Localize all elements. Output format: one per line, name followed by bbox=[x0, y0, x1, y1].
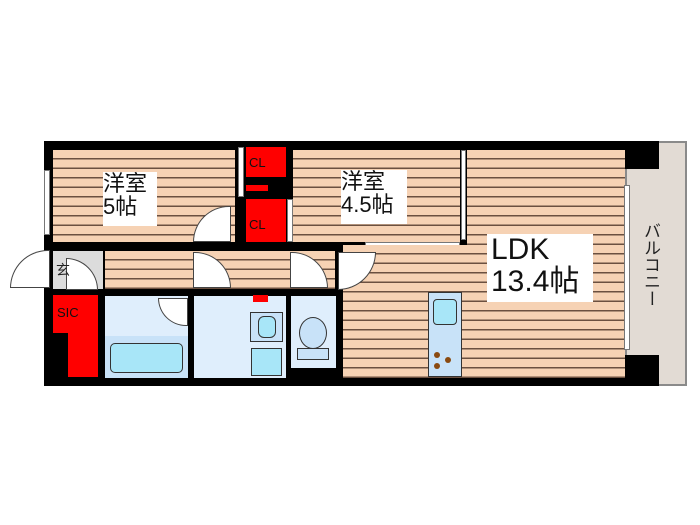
kitchen-sink bbox=[433, 299, 457, 325]
stove-burner-1 bbox=[434, 352, 440, 358]
washroom-red-mark bbox=[253, 295, 268, 302]
balcony-pillar-bottom bbox=[625, 355, 659, 386]
room-name: 洋室 bbox=[103, 171, 148, 196]
closet-bar bbox=[246, 185, 268, 191]
toilet-bowl bbox=[299, 317, 327, 349]
wash-basin-bowl bbox=[258, 316, 276, 338]
room-name: 洋室 bbox=[341, 169, 386, 194]
closet-2-label: CL bbox=[249, 217, 266, 232]
balcony-label: バルコニー bbox=[641, 222, 660, 307]
closet-door-strip-1 bbox=[238, 147, 244, 197]
stove-burner-2 bbox=[445, 357, 451, 363]
stove-burner-3 bbox=[434, 363, 440, 369]
balcony bbox=[625, 141, 687, 386]
toilet-tank bbox=[297, 348, 329, 360]
sic-label: SIC bbox=[57, 305, 79, 320]
entrance-door[interactable] bbox=[10, 250, 50, 288]
closet-1-label: CL bbox=[249, 155, 266, 170]
room-label-ldk: LDK 13.4帖 bbox=[487, 234, 593, 302]
ldk-floor-upper bbox=[467, 150, 625, 245]
window-left bbox=[44, 170, 50, 235]
bathtub bbox=[110, 343, 183, 373]
closet-door-strip-2 bbox=[287, 199, 293, 242]
sliding-partition bbox=[461, 150, 466, 240]
washing-machine bbox=[251, 348, 282, 376]
room-size: 4.5帖 bbox=[341, 192, 394, 218]
balcony-window bbox=[624, 185, 630, 350]
closet-1 bbox=[246, 147, 286, 177]
closet-2 bbox=[246, 199, 286, 242]
room-size: 5帖 bbox=[103, 194, 138, 220]
room-label-western-4-5: 洋室 4.5帖 bbox=[341, 170, 407, 224]
balcony-pillar-top bbox=[625, 141, 659, 169]
room-size: 13.4帖 bbox=[491, 264, 580, 298]
sic-notch bbox=[53, 333, 68, 377]
room-label-western-5: 洋室 5帖 bbox=[103, 172, 157, 226]
entrance-label: 玄 bbox=[56, 262, 70, 278]
room-name: LDK bbox=[491, 233, 550, 266]
